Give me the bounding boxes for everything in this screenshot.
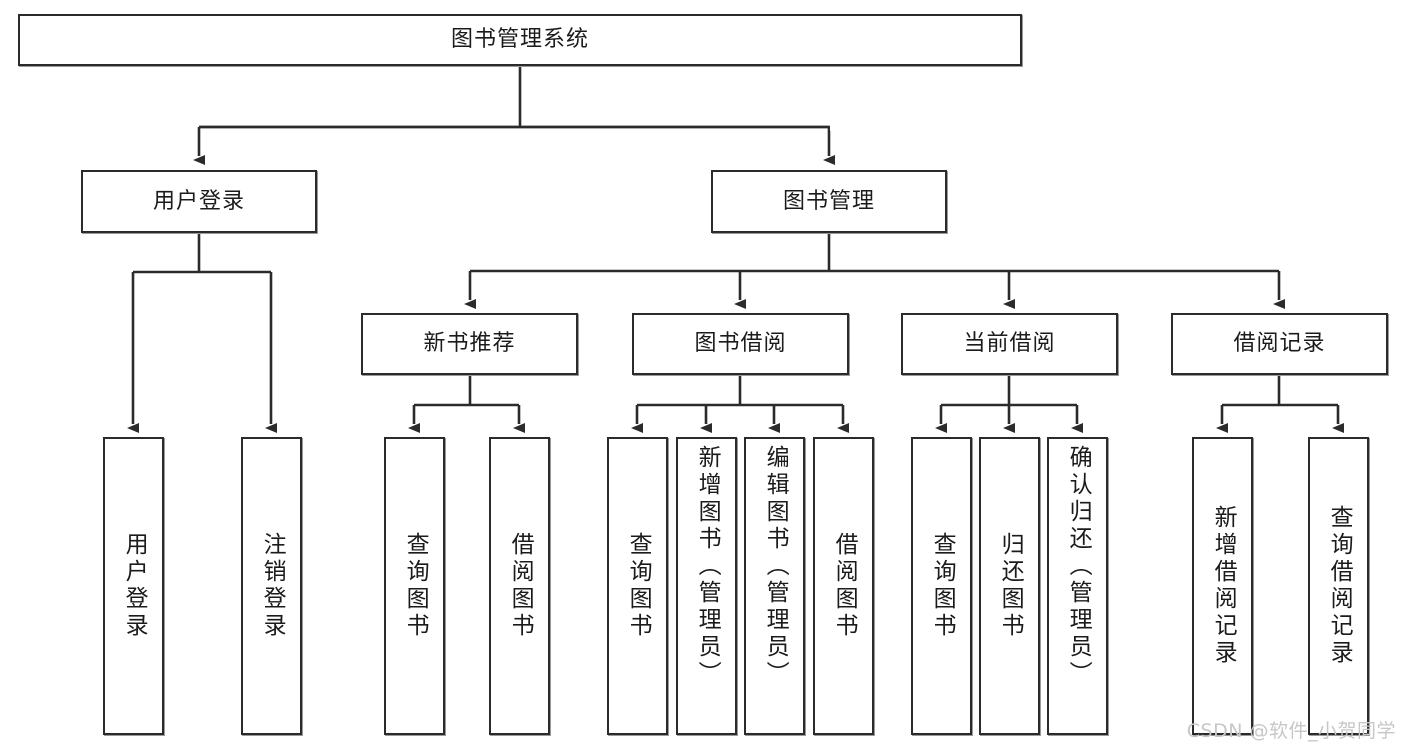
node-borrow-record[interactable]: 借阅记录 [1171, 313, 1388, 375]
leaf-user-login[interactable]: 用户登录 [103, 437, 164, 735]
leaf-return-book[interactable]: 归还图书 [979, 437, 1040, 735]
leaf-add-book[interactable]: 新增图书（管理员） [676, 437, 737, 735]
node-book-borrow-label: 图书借阅 [694, 331, 787, 357]
node-current-borrow[interactable]: 当前借阅 [901, 313, 1118, 375]
leaf-edit-book[interactable]: 编辑图书（管理员） [744, 437, 805, 735]
leaf-logout-login-label: 注销登录 [259, 532, 286, 640]
leaf-add-record-label: 新增借阅记录 [1210, 505, 1237, 667]
leaf-add-record[interactable]: 新增借阅记录 [1192, 437, 1253, 735]
leaf-query-book-2[interactable]: 查询图书 [607, 437, 668, 735]
leaf-query-book-3[interactable]: 查询图书 [911, 437, 972, 735]
leaf-query-record[interactable]: 查询借阅记录 [1308, 437, 1369, 735]
leaf-query-book-1-label: 查询图书 [402, 532, 429, 640]
leaf-query-book-2-label: 查询图书 [625, 532, 652, 640]
leaf-query-record-label: 查询借阅记录 [1326, 505, 1353, 667]
node-user-login-label: 用户登录 [152, 188, 245, 214]
leaf-return-book-label: 归还图书 [997, 532, 1024, 640]
node-user-login[interactable]: 用户登录 [81, 170, 317, 233]
node-book-manage[interactable]: 图书管理 [711, 170, 947, 233]
leaf-borrow-book-2-label: 借阅图书 [831, 532, 858, 640]
leaf-query-book-3-label: 查询图书 [929, 532, 956, 640]
csdn-watermark: CSDN @软件_小贺同学 [1186, 720, 1396, 742]
leaf-borrow-book-1[interactable]: 借阅图书 [489, 437, 550, 735]
leaf-add-book-label: 新增图书（管理员） [694, 445, 721, 688]
leaf-user-login-label: 用户登录 [121, 532, 148, 640]
leaf-edit-book-label: 编辑图书（管理员） [762, 445, 789, 688]
node-current-borrow-label: 当前借阅 [963, 331, 1056, 357]
node-root[interactable]: 图书管理系统 [18, 14, 1022, 66]
node-book-manage-label: 图书管理 [782, 188, 875, 214]
leaf-borrow-book-1-label: 借阅图书 [507, 532, 534, 640]
leaf-query-book-1[interactable]: 查询图书 [384, 437, 445, 735]
leaf-confirm-return[interactable]: 确认归还（管理员） [1047, 437, 1108, 735]
node-book-borrow[interactable]: 图书借阅 [632, 313, 849, 375]
node-root-label: 图书管理系统 [450, 27, 589, 53]
leaf-logout-login[interactable]: 注销登录 [241, 437, 302, 735]
node-new-book-recommend[interactable]: 新书推荐 [361, 313, 578, 375]
leaf-confirm-return-label: 确认归还（管理员） [1065, 445, 1092, 688]
node-borrow-record-label: 借阅记录 [1233, 331, 1326, 357]
leaf-borrow-book-2[interactable]: 借阅图书 [813, 437, 874, 735]
node-new-book-recommend-label: 新书推荐 [423, 331, 516, 357]
